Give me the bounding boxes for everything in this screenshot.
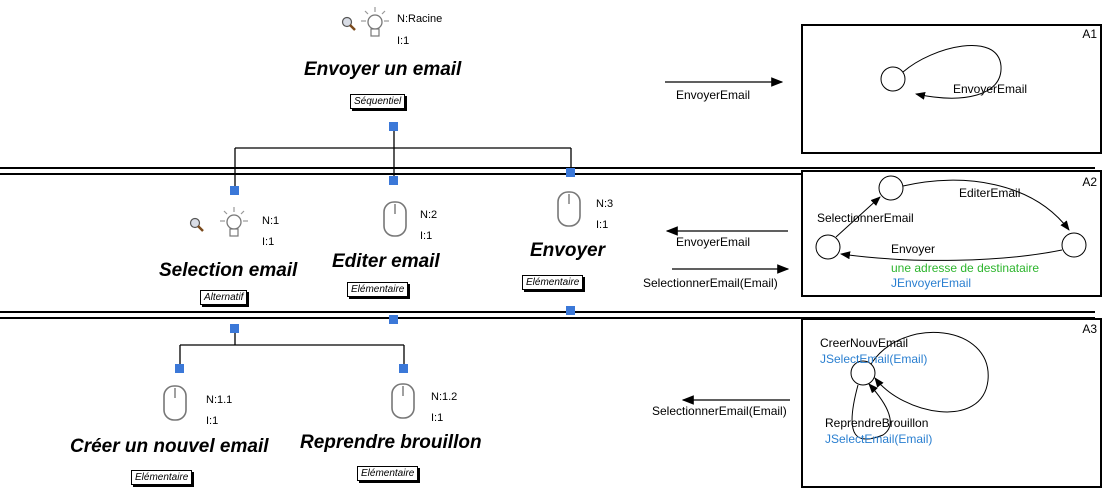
tree-link-root — [234, 130, 572, 188]
panel-a3-create-action: JSelectEmail(Email) — [820, 352, 928, 366]
panel-a3-label: A3 — [1082, 322, 1097, 336]
handle-t3-bottom[interactable] — [566, 306, 575, 315]
panel-a3-resume-action: JSelectEmail(Email) — [825, 432, 933, 446]
task-t2-iter: I:1 — [420, 230, 433, 242]
handle-t11[interactable] — [175, 364, 184, 373]
handle-t3[interactable] — [566, 168, 575, 177]
task-t3-operator[interactable]: Elémentaire — [522, 275, 584, 290]
handle-t2[interactable] — [389, 176, 398, 185]
task-t11-id: N:1.1 — [206, 394, 233, 406]
panel-a1-automaton — [880, 44, 1002, 100]
handle-t1[interactable] — [230, 186, 239, 195]
panel-a2-automaton — [815, 175, 1087, 261]
arrow-a2-left-label: EnvoyerEmail — [676, 235, 751, 249]
task-t1-title: Selection email — [159, 260, 298, 281]
mouse-icon — [383, 201, 407, 237]
panel-a1-loop-label: EnvoyerEmail — [953, 82, 1028, 96]
mouse-icon — [163, 385, 187, 421]
handle-t12[interactable] — [399, 364, 408, 373]
lightbulb-icon — [220, 207, 248, 237]
task-root-operator[interactable]: Séquentiel — [350, 94, 406, 109]
task-t2-title: Editer email — [332, 251, 440, 272]
panel-a2-send-label: Envoyer — [891, 242, 936, 256]
panel-a2-select-label: SelectionnerEmail — [817, 211, 914, 225]
mouse-icon — [557, 191, 581, 227]
panel-a2-send-action: JEnvoyerEmail — [891, 276, 972, 290]
task-t1-operator[interactable]: Alternatif — [200, 290, 248, 305]
panel-a3-create-label: CreerNouvEmail — [820, 336, 909, 350]
task-t3-id: N:3 — [596, 198, 614, 210]
task-t2-operator[interactable]: Elémentaire — [347, 282, 409, 297]
task-t1-id: N:1 — [262, 215, 280, 227]
arrow-a2-right-label: SelectionnerEmail(Email) — [643, 276, 778, 290]
handle-t2-bottom[interactable] — [389, 315, 398, 324]
task-t11-title: Créer un nouvel email — [70, 436, 269, 457]
task-t11-operator[interactable]: Elémentaire — [131, 470, 193, 485]
task-root-title: Envoyer un email — [304, 59, 462, 80]
mouse-icon — [391, 383, 415, 419]
task-root-id: N:Racine — [397, 13, 443, 25]
magnifier-icon — [341, 16, 356, 31]
task-t12-operator[interactable]: Elémentaire — [357, 466, 419, 481]
task-t12-iter: I:1 — [431, 412, 444, 424]
task-t3-iter: I:1 — [596, 219, 609, 231]
task-t2-id: N:2 — [420, 209, 438, 221]
task-t11-iter: I:1 — [206, 415, 219, 427]
task-t1-iter: I:1 — [262, 236, 275, 248]
panel-a2-send-condition: une adresse de destinataire — [891, 261, 1040, 275]
arrow-a1-label: EnvoyerEmail — [676, 88, 751, 102]
arrow-a3-left-label: SelectionnerEmail(Email) — [652, 404, 787, 418]
handle-root[interactable] — [389, 122, 398, 131]
panel-a1[interactable]: A1 EnvoyerEmail — [801, 24, 1102, 154]
handle-t1-bottom[interactable] — [230, 324, 239, 333]
tree-link-t1 — [179, 332, 405, 368]
panel-a3-automaton — [850, 332, 989, 440]
panel-a2-label: A2 — [1082, 175, 1097, 189]
task-t3-title: Envoyer — [530, 240, 605, 261]
magnifier-icon — [189, 217, 204, 232]
task-root-iter: I:1 — [397, 35, 410, 47]
task-t12-id: N:1.2 — [431, 391, 458, 403]
task-root[interactable]: N:Racine I:1 — [340, 4, 490, 116]
panel-a2[interactable]: A2 EditerEmail SelectionnerEmail Envoyer… — [801, 170, 1102, 297]
task-t12-title: Reprendre brouillon — [300, 432, 482, 453]
panel-a3[interactable]: A3 CreerNouvEmail JSelectEmail(Email) Re… — [801, 318, 1102, 488]
panel-a2-edit-label: EditerEmail — [959, 186, 1021, 200]
lightbulb-icon — [361, 7, 389, 37]
panel-a3-resume-label: ReprendreBrouillon — [825, 416, 929, 430]
panel-a1-label: A1 — [1082, 27, 1097, 41]
